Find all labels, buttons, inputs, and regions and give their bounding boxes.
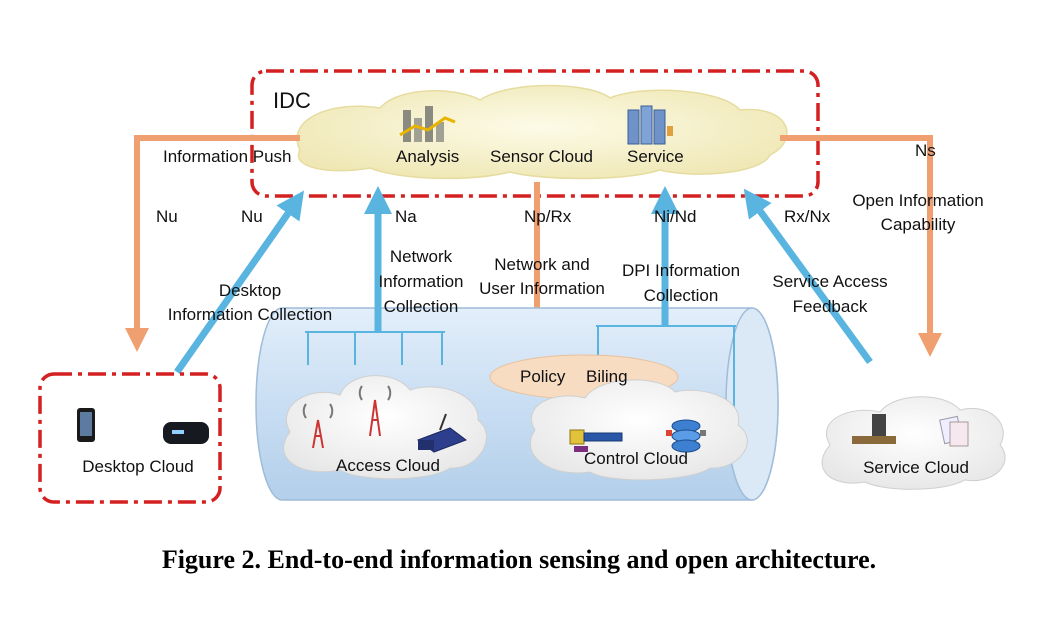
- net-user-label-2: User Information: [479, 279, 605, 298]
- access-cloud-label: Access Cloud: [336, 456, 440, 475]
- service-feedback-arrow: [743, 188, 873, 365]
- information-push-label: Information Push: [163, 147, 292, 166]
- svc-feedback-label-2: Feedback: [793, 297, 868, 316]
- connector-icon: [569, 429, 623, 452]
- network-info-label-3: Collection: [384, 297, 459, 316]
- service-cloud-label: Service Cloud: [863, 458, 969, 477]
- dpi-label-1: DPI Information: [622, 261, 740, 280]
- network-info-label-2: Information: [378, 272, 463, 291]
- np-rx-label: Np/Rx: [524, 207, 572, 226]
- terminal-device-icon: [852, 414, 896, 444]
- antenna-tower-icon: [302, 385, 392, 449]
- documents-icon: [939, 415, 969, 447]
- dpi-label-2: Collection: [644, 286, 719, 305]
- desktop-info-label-1: Desktop: [219, 281, 281, 300]
- nu-left-label: Nu: [156, 207, 178, 226]
- service-cloud-shape: [821, 396, 1006, 490]
- open-information-arrow: [780, 135, 942, 357]
- nu-right-label: Nu: [241, 207, 263, 226]
- desktop-cloud-boundary: [38, 372, 222, 504]
- analysis-label: Analysis: [396, 147, 459, 166]
- policy-label: Policy: [520, 367, 566, 386]
- desktop-info-label-2: Information Collection: [168, 305, 332, 324]
- idc-sensor-cloud: [296, 84, 788, 180]
- sensor-cloud-label: Sensor Cloud: [490, 147, 593, 166]
- media-player-icon: [163, 422, 209, 444]
- net-user-label-1: Network and: [494, 255, 589, 274]
- information-push-arrow: [125, 135, 300, 352]
- service-servers-icon: [627, 105, 673, 145]
- router-icon: [416, 413, 468, 453]
- desktop-cloud-label: Desktop Cloud: [82, 457, 194, 476]
- smartphone-icon: [77, 408, 95, 442]
- biling-label: Biling: [586, 367, 628, 386]
- idc-title: IDC: [273, 88, 311, 113]
- open-information-label: Open Information: [852, 191, 983, 210]
- service-label: Service: [627, 147, 684, 166]
- figure-caption: Figure 2. End-to-end information sensing…: [161, 545, 877, 574]
- control-cloud-shape: [529, 379, 748, 481]
- desktop-collection-arrow: [174, 190, 305, 375]
- svc-feedback-label-1: Service Access: [772, 272, 887, 291]
- capability-label: Capability: [881, 215, 956, 234]
- network-info-label-1: Network: [390, 247, 453, 266]
- analysis-chart-icon: [399, 106, 456, 142]
- database-stack-icon: [666, 419, 706, 453]
- ns-label: Ns: [915, 141, 936, 160]
- na-label: Na: [395, 207, 417, 226]
- ni-nd-label: Ni/Nd: [654, 207, 697, 226]
- rx-nx-label: Rx/Nx: [784, 207, 831, 226]
- control-cloud-label: Control Cloud: [584, 449, 688, 468]
- access-cloud-shape: [283, 375, 487, 480]
